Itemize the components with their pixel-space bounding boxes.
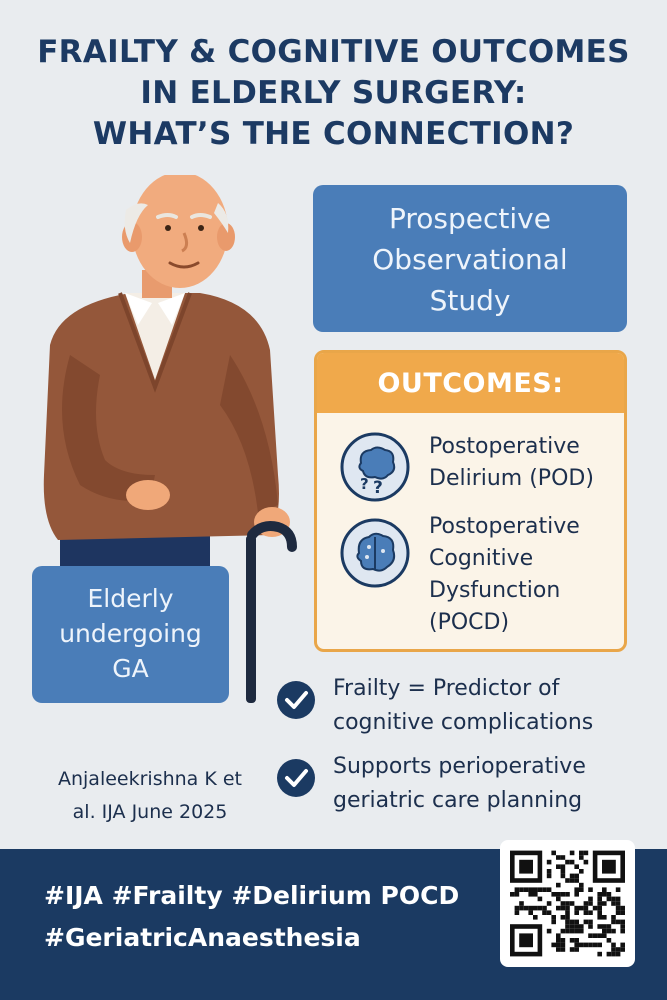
hashtags-line-2: #GeriatricAnaesthesia <box>44 923 361 952</box>
study-type-box: Prospective Observational Study <box>313 185 627 332</box>
outcome-pod-line-1: Postoperative <box>429 434 580 459</box>
study-line-2: Observational <box>372 243 568 276</box>
page-title: FRAILTY & COGNITIVE OUTCOMES IN ELDERLY … <box>0 32 667 155</box>
population-line-2: undergoing <box>59 619 202 648</box>
finding-predictor-line-2: cognitive complications <box>333 710 594 735</box>
qr-code[interactable] <box>500 840 635 967</box>
study-line-1: Prospective <box>389 202 551 235</box>
outcomes-header: OUTCOMES: <box>317 353 624 413</box>
footer-bar: #IJA #Frailty #Delirium POCD #GeriatricA… <box>0 840 667 1000</box>
population-line-1: Elderly <box>87 584 174 613</box>
hashtags: #IJA #Frailty #Delirium POCD #GeriatricA… <box>44 875 459 959</box>
check-circle-icon <box>277 681 315 719</box>
title-line-2: IN ELDERLY SURGERY: <box>140 75 527 111</box>
qr-code-icon <box>510 850 625 957</box>
brain-icon <box>340 518 410 588</box>
elderly-man-illustration <box>43 175 297 703</box>
finding-predictor-line-1: Frailty = Predictor of <box>333 676 560 701</box>
outcome-pocd-line-2: Cognitive <box>429 546 534 571</box>
hashtags-line-1: #IJA #Frailty #Delirium POCD <box>44 881 460 910</box>
svg-text:?: ? <box>360 475 369 493</box>
outcome-pocd-line-4: (POCD) <box>429 610 510 635</box>
citation-line-2: al. IJA June 2025 <box>72 801 228 823</box>
title-line-1: FRAILTY & COGNITIVE OUTCOMES <box>37 34 630 70</box>
svg-text:?: ? <box>373 478 383 498</box>
population-line-3: GA <box>112 654 149 683</box>
study-line-3: Study <box>429 284 511 317</box>
title-line-3: WHAT’S THE CONNECTION? <box>92 116 575 152</box>
population-box: Elderly undergoing GA <box>32 566 229 703</box>
check-circle-icon <box>277 759 315 797</box>
outcome-pocd-line-3: Dysfunction <box>429 578 561 603</box>
finding-care-line-1: Supports perioperative <box>333 754 586 779</box>
finding-care-line-2: geriatric care planning <box>333 788 583 813</box>
citation: Anjaleekrishna K et al. IJA June 2025 <box>20 763 280 829</box>
outcome-pod-line-2: Delirium (POD) <box>429 466 594 491</box>
confused-brain-icon: ? ? <box>340 432 410 502</box>
outcome-pocd-line-1: Postoperative <box>429 514 580 539</box>
citation-line-1: Anjaleekrishna K et <box>57 768 243 790</box>
outcomes-panel: OUTCOMES: ? ? Postoperative Delirium (PO… <box>314 350 627 652</box>
